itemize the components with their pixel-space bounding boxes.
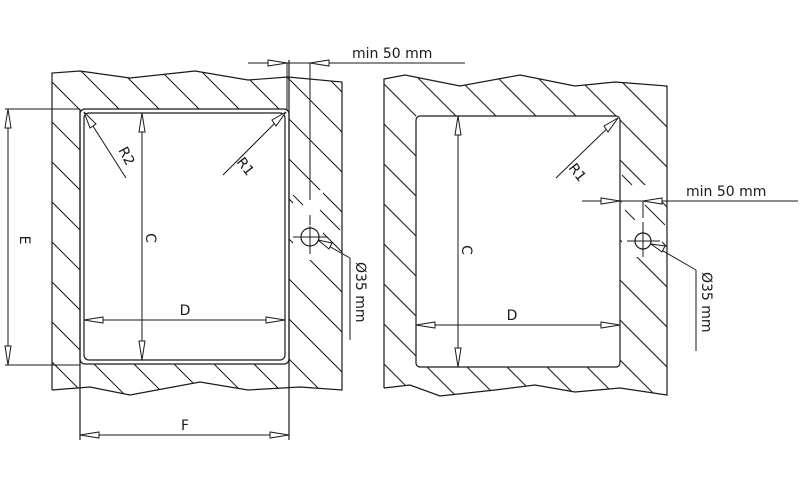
- dimension-D-right: D: [415, 308, 621, 329]
- right-view: C D R1 min 50 mm: [383, 74, 798, 397]
- hole-35-right: Ø35 mm: [627, 222, 714, 351]
- label-min-50: min 50 mm: [352, 46, 432, 62]
- dimension-min-50-right: min 50 mm: [582, 184, 798, 218]
- label-C: C: [142, 233, 158, 243]
- label-F: F: [181, 418, 189, 434]
- label-D: D: [180, 303, 191, 319]
- dimension-C: C: [138, 112, 158, 361]
- radius-R2: R2: [83, 111, 137, 179]
- left-view: E C D F R2: [4, 46, 465, 440]
- label-hole-diameter-right: Ø35 mm: [698, 272, 714, 333]
- label-min-50-right: min 50 mm: [686, 184, 766, 200]
- left-wall-outline: [51, 70, 343, 396]
- dimension-E: E: [4, 108, 80, 366]
- dimension-D: D: [83, 303, 286, 324]
- label-R2: R2: [114, 144, 137, 168]
- frame-inner: [83, 112, 286, 361]
- dimension-F: F: [79, 418, 290, 439]
- label-hole-diameter: Ø35 mm: [352, 262, 368, 323]
- right-wall-outline: [383, 74, 668, 397]
- dimension-min-50: min 50 mm: [248, 46, 465, 200]
- hole-35: Ø35 mm: [293, 215, 368, 340]
- frame-outer: [79, 108, 290, 365]
- label-E: E: [16, 236, 32, 245]
- opening-rect: [415, 115, 621, 368]
- label-D-right: D: [507, 308, 518, 324]
- label-C-right: C: [458, 245, 474, 255]
